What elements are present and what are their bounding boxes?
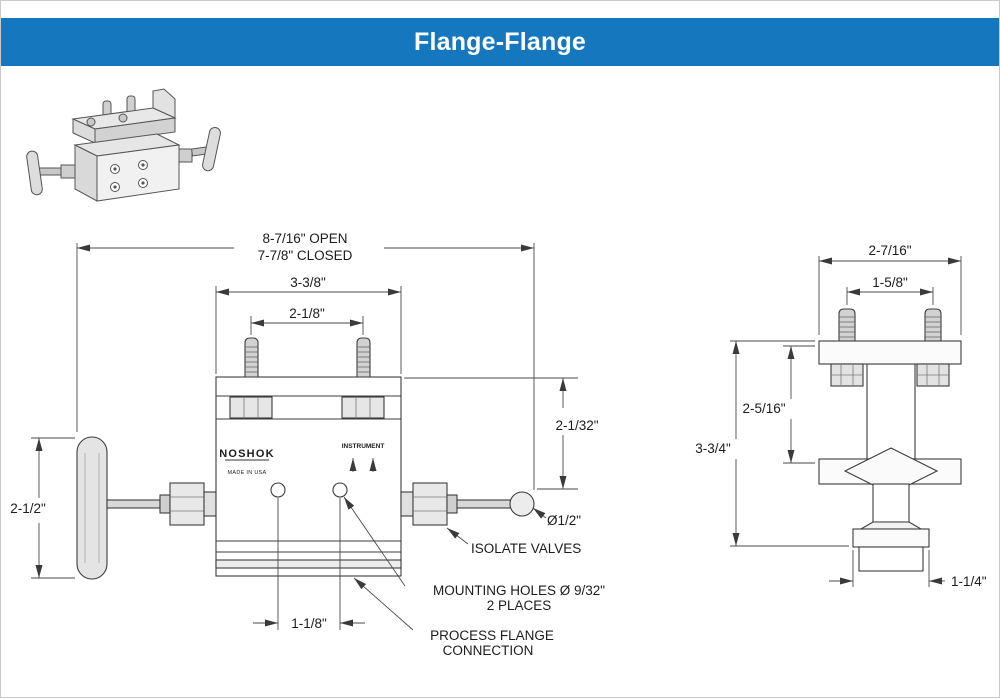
handle-bar	[76, 436, 108, 580]
process-flange-label: PROCESS FLANGE	[430, 628, 554, 643]
iso-hole-dot	[113, 185, 117, 189]
side-view: 2-7/16" 1-5/8" 2-5/16" 3-3/4" 1-1/4"	[695, 243, 987, 589]
dim-hole-spacing-label: 1-1/8"	[291, 616, 327, 631]
isolate-valves-leader	[446, 527, 469, 545]
dim-open-label: 8-7/16" OPEN	[262, 231, 347, 246]
lower-column	[872, 483, 910, 523]
left-collar	[159, 494, 171, 514]
stud	[838, 308, 856, 342]
dim-width-label: 3-3/8"	[290, 275, 326, 290]
page-title: Flange-Flange	[413, 27, 587, 56]
stud-threads	[245, 346, 370, 373]
right-gland-nut	[412, 482, 448, 526]
iso-hole-dot	[141, 163, 145, 167]
made-in-label: MADE IN USA	[227, 470, 266, 476]
mounting-holes-label-2: 2 PLACES	[487, 598, 552, 613]
flange-nut	[341, 396, 385, 419]
lower-flare	[858, 521, 924, 530]
side-geometry	[818, 308, 962, 572]
front-leader-lines	[343, 496, 547, 631]
right-neck	[400, 491, 414, 517]
left-gland-nut	[169, 482, 205, 526]
iso-handle-left	[26, 150, 43, 196]
flange-nut	[229, 396, 273, 419]
stud	[356, 337, 371, 378]
dim-stud-spacing-label: 1-5/8"	[872, 275, 908, 290]
title-bar: Flange-Flange	[1, 18, 999, 66]
isolate-valves-label: ISOLATE VALVES	[471, 541, 581, 556]
iso-bolt	[118, 113, 128, 123]
dim-flange-height-label: 2-5/16"	[742, 401, 785, 416]
dim-ball-dia-label: Ø1/2"	[547, 513, 581, 528]
right-collar	[446, 494, 458, 514]
handle-stem	[106, 499, 161, 509]
iso-bracket-front	[94, 117, 176, 144]
isometric-view	[26, 88, 221, 202]
ball-dia-leader	[532, 507, 547, 519]
front-dimension-lines	[35, 244, 567, 627]
iso-hole-dot	[141, 181, 145, 185]
right-stem	[456, 499, 512, 509]
bottom-block	[858, 546, 924, 572]
top-flange	[818, 340, 962, 365]
stud-threads	[839, 316, 941, 338]
iso-handle-right	[202, 126, 221, 172]
stud	[924, 308, 942, 342]
instrument-label: INSTRUMENT	[342, 443, 385, 450]
dim-closed-label: 7-7/8" CLOSED	[258, 248, 353, 263]
iso-bolt	[86, 117, 96, 127]
valve-column	[866, 363, 916, 460]
front-view: NOSHOK MADE IN USA INSTRUMENT	[10, 231, 605, 658]
body-base-band	[215, 559, 402, 569]
mounting-holes-label: MOUNTING HOLES Ø 9/32"	[433, 583, 605, 598]
front-extension-lines	[31, 243, 578, 630]
brand-logo: NOSHOK	[219, 448, 274, 460]
side-dimension-lines	[732, 257, 961, 585]
iso-gland-left	[60, 164, 76, 179]
process-flange-label-2: CONNECTION	[443, 643, 534, 658]
mounting-holes-leader	[343, 496, 406, 587]
mounting-hole	[332, 482, 348, 498]
bottom-plate	[852, 528, 930, 548]
dim-handle-height-label: 2-1/2"	[10, 501, 46, 516]
mounting-hole	[270, 482, 286, 498]
left-neck	[203, 491, 217, 517]
iso-gland-right	[178, 148, 193, 163]
dim-height-label: 2-1/32"	[555, 418, 598, 433]
iso-hole-dot	[113, 167, 117, 171]
dim-stud-spacing-label: 2-1/8"	[289, 306, 325, 321]
ball-handle	[509, 491, 535, 517]
process-flange-leader	[353, 577, 414, 631]
dim-total-height-label: 3-3/4"	[695, 441, 731, 456]
dim-bottom-width-label: 1-1/4"	[951, 574, 987, 589]
dim-flange-width-label: 2-7/16"	[868, 243, 911, 258]
stud	[244, 337, 259, 378]
front-geometry	[76, 337, 535, 580]
